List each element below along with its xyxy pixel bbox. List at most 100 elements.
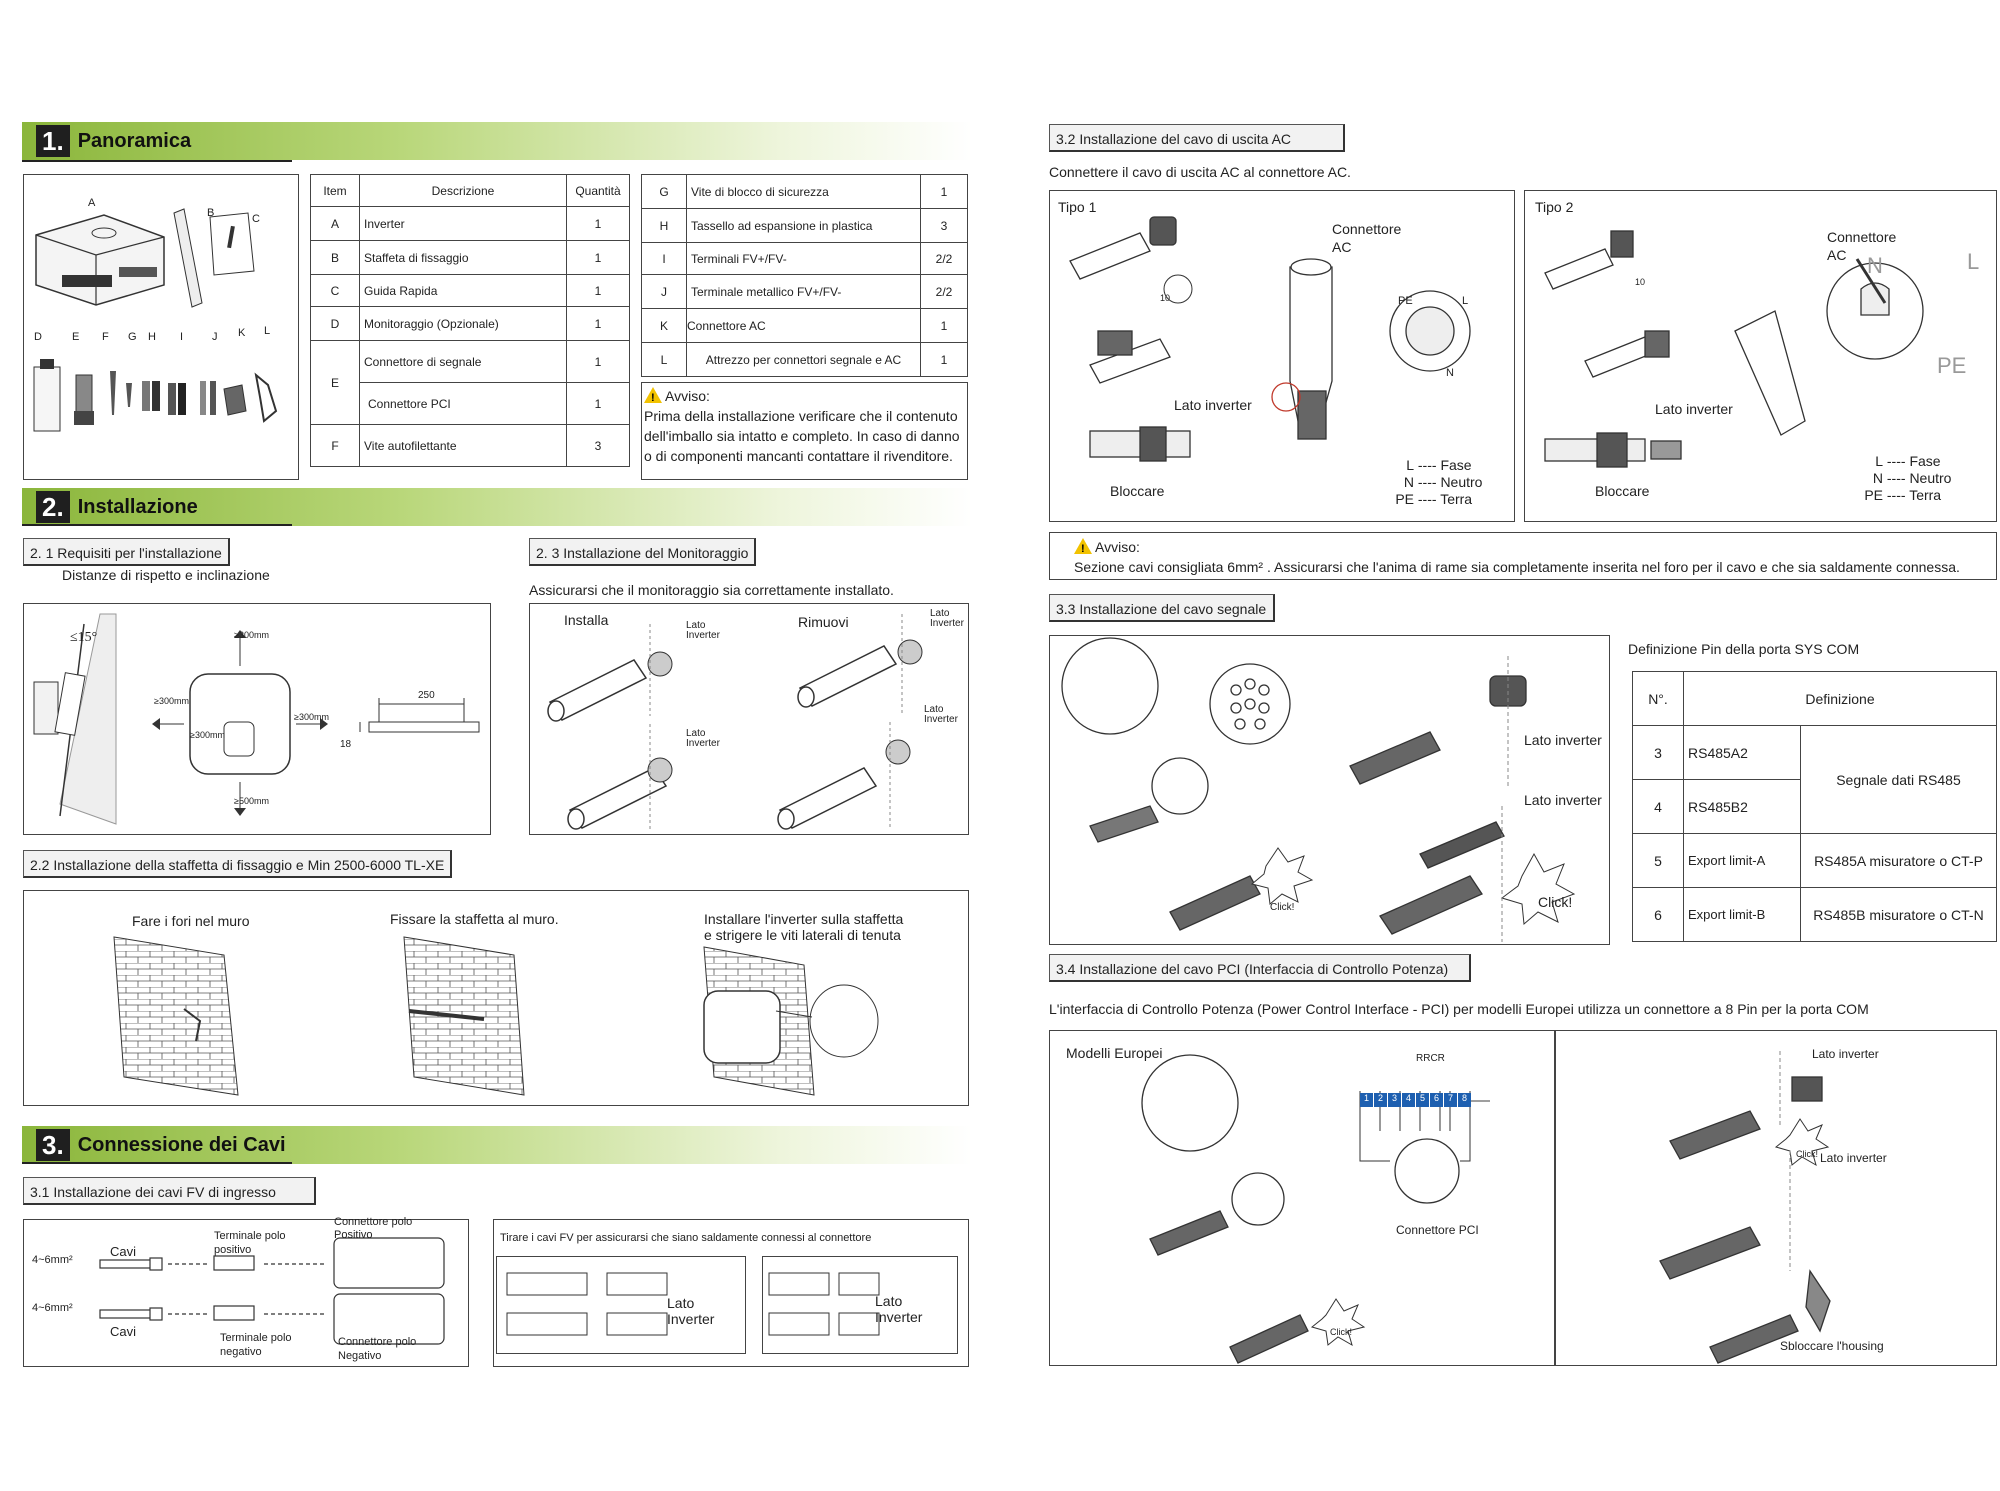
pin-n: N [1446,367,1454,379]
dimension-10: 10 [1635,277,1646,287]
table-cell: 1 [566,306,630,341]
terminal-positive: Terminale polo [214,1230,286,1242]
section-1-header: 1. Panoramica [22,122,972,160]
ac-connector-label-2: AC [1332,239,1352,255]
pv-pull-test-diagram: Tirare i cavi FV per assicurarsi che sia… [493,1219,969,1367]
table-cell: 1 [920,308,968,343]
click-label: Click! [1330,1327,1352,1337]
section-underline [22,1162,292,1164]
side-label: Lato [924,704,944,715]
table-cell: G [641,174,687,209]
ac-type1-drawing [1069,216,1471,462]
legend-value: Terra [1440,491,1473,507]
rrcr-pin: 5 [1416,1093,1430,1107]
rrcr-label: RRCR [1416,1053,1445,1064]
table-cell: I [641,242,687,275]
table-cell: 2/2 [920,242,968,275]
pci-cable-drawing [1141,1051,1831,1364]
warning-title: Avviso: [1095,539,1140,555]
rrcr-pin-strip: 1 2 3 4 5 6 7 8 [1360,1093,1471,1107]
step-drill-holes: Fare i fori nel muro [132,913,250,929]
pin-pe: PE [1398,295,1413,307]
table-cell: 1 [566,206,630,241]
clearance-left: ≥300mm [154,696,189,706]
rrcr-pin: 7 [1444,1093,1458,1107]
side-label: Lato [667,1295,695,1311]
bracket-install-diagram: Fare i fori nel muro Fissare la staffett… [23,890,969,1106]
warning-box-cable: Avviso: Sezione cavi consigliata 6mm² . … [1049,532,1997,580]
table-cell: 1 [566,382,630,425]
label-g: G [128,331,137,343]
legend-key: N [1872,470,1883,486]
ac-connector-label: Connettore [1332,221,1402,237]
table-cell: A [310,206,360,241]
type-1-label: Tipo 1 [1058,199,1097,215]
subsection-2-2-title: 2.2 Installazione della staffetta di fis… [23,850,453,878]
ac-legend: L ---- Fase N ---- Neutro PE ---- Terra [1390,457,1482,508]
table-cell: 1 [566,340,630,383]
inverter-label: Inverter [924,714,958,725]
table-cell: Tassello ad espansione in plastica [686,208,921,243]
side-label: Lato [930,608,950,619]
table-cell: E [310,340,360,425]
rrcr-pin: 4 [1402,1093,1416,1107]
legend-key: L [1875,453,1883,469]
click-label: Click! [1796,1149,1818,1159]
subsection-3-3-title: 3.3 Installazione del cavo segnale [1049,594,1275,622]
table-cell: RS485A misuratore o CT-P [1800,833,1997,888]
pull-test-left: Lato Inverter [496,1256,746,1354]
components-illustration: A B C D E F G H I J K L [23,174,299,480]
inverter-label: Inverter [686,630,720,641]
pin-definition-title: Definizione Pin della porta SYS COM [1628,641,1860,657]
clearance-top: ≥300mm [234,630,269,640]
inverter-side-label: Lato inverter [1812,1047,1879,1061]
cable-size: 4~6mm² [32,1302,73,1314]
side-label: Lato [686,728,706,739]
ac-type1-diagram: Tipo 1 Connettore AC 10 PE L N Lato inve… [1049,190,1515,522]
side-label: Lato [686,620,706,631]
warning-line: dell'imballo sia intatto e completo. In … [644,428,960,444]
cable-size: 4~6mm² [32,1254,73,1266]
section-number: 1. [36,125,70,157]
click-label: Click! [1538,894,1573,910]
clearance-bottom: ≥500mm [234,796,269,806]
subsection-3-1-title: 3.1 Installazione dei cavi FV di ingress… [23,1177,316,1205]
legend-value: Fase [1440,457,1472,473]
inverter-label: Inverter [930,618,964,629]
lock-label: Bloccare [1595,483,1650,499]
pull-test-right: Lato Inverter [762,1256,958,1354]
pv-cable-diagram: 4~6mm² 4~6mm² Cavi Cavi Terminale polo p… [23,1216,469,1367]
pv-cable-drawing [99,1237,445,1345]
table-cell: Monitoraggio (Opzionale) [359,306,567,341]
step-mount-inverter: Installare l'inverter sulla staffetta [704,911,904,927]
legend-value: Neutro [1440,474,1483,490]
table-cell: Segnale dati RS485 [1800,725,1997,834]
section-number: 2. [36,491,70,523]
warning-title: Avviso: [665,388,710,404]
table-cell: C [310,274,360,307]
table-cell: Vite autofilettante [359,424,567,467]
table-cell: H [641,208,687,243]
table-cell: 3 [920,208,968,243]
inverter-side-label: Lato inverter [1524,732,1602,748]
table-cell: F [310,424,360,467]
table-cell: Connettore AC [686,308,921,343]
section-2-header: 2. Installazione [22,488,972,526]
pull-test-text: Tirare i cavi FV per assicurarsi che sia… [500,1232,872,1244]
unlock-housing-label: Sbloccare l'housing [1780,1339,1884,1353]
label-f: F [102,331,109,343]
label-b: B [207,207,215,219]
subsection-2-1-subtitle: Distanze di rispetto e inclinazione [62,567,270,583]
warning-text: Sezione cavi consigliata 6mm² . Assicura… [1074,559,1960,575]
rrcr-pin: 6 [1430,1093,1444,1107]
table-cell: Terminale metallico FV+/FV- [686,274,921,309]
rrcr-pin: 1 [1360,1093,1374,1107]
table-cell: RS485B misuratore o CT-N [1800,887,1997,942]
table-cell: Attrezzo per connettori segnale e AC [686,342,921,377]
section-number: 3. [36,1129,70,1161]
ac-type2-drawing [1544,230,1924,468]
subsection-2-3-subtitle: Assicurarsi che il monitoraggio sia corr… [529,582,894,598]
legend-value: Terra [1909,487,1942,503]
click-label: Click! [1270,902,1295,913]
